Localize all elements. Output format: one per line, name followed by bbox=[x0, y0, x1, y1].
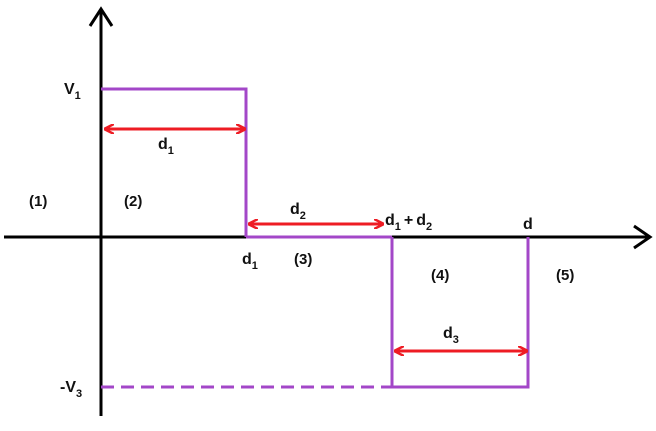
v1-label: V1 bbox=[64, 81, 81, 102]
d-axis-label: d bbox=[523, 216, 533, 233]
region-label-4: (4) bbox=[431, 267, 449, 284]
region-label-3: (3) bbox=[294, 251, 312, 268]
v3-label: -V3 bbox=[60, 379, 82, 400]
region-label-1: (1) bbox=[29, 193, 47, 210]
potential-barrier-v1 bbox=[101, 87, 248, 237]
y-axis-arrowhead bbox=[88, 6, 114, 27]
region-label-5: (5) bbox=[556, 267, 574, 284]
d2-width-label: d2 bbox=[290, 201, 306, 222]
d1-plus-d2-label: d1+d2 bbox=[385, 212, 432, 233]
x-axis-arrowhead bbox=[633, 224, 653, 250]
d1-width-label: d1 bbox=[158, 136, 174, 157]
potential-well-v3 bbox=[390, 237, 530, 389]
d3-width-label: d3 bbox=[443, 325, 459, 346]
d1-axis-label: d1 bbox=[242, 251, 258, 272]
region-label-2: (2) bbox=[124, 193, 142, 210]
